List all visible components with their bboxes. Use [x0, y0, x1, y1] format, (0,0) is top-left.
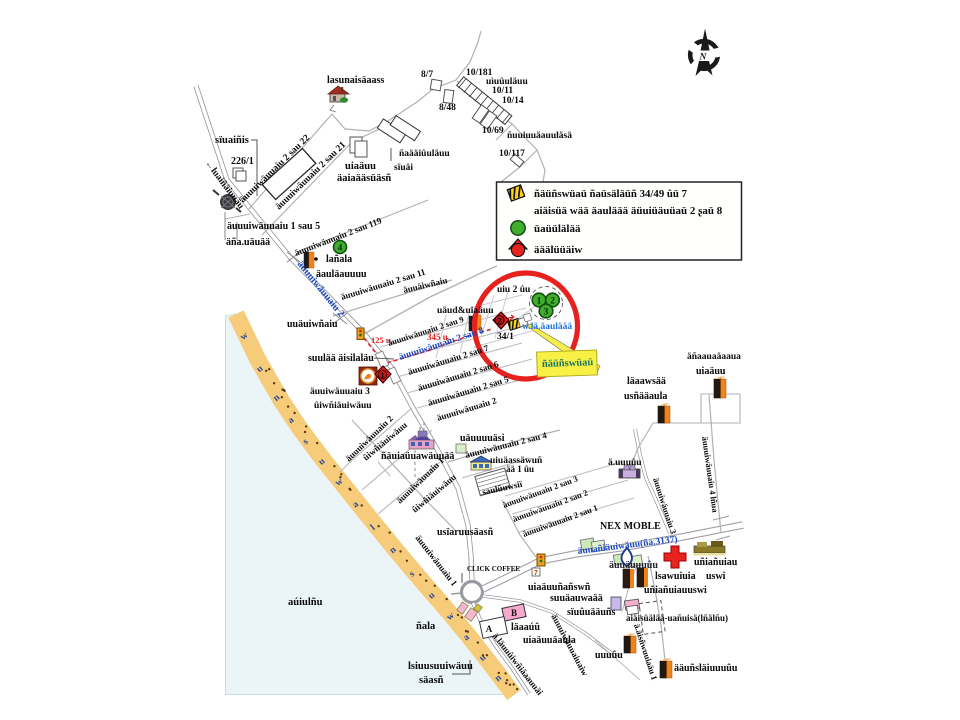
svg-text:u: u — [255, 363, 266, 375]
svg-text:10/11: 10/11 — [492, 86, 513, 96]
svg-text:säasñ: säasñ — [419, 675, 444, 686]
svg-text:8/7: 8/7 — [421, 70, 433, 80]
svg-text:u: u — [478, 652, 489, 664]
svg-text:ää 1 ûu: ää 1 ûu — [506, 464, 534, 474]
svg-text:1: 1 — [380, 370, 384, 380]
svg-text:suuäauwaää: suuäauwaää — [550, 593, 603, 604]
svg-text:uiaäuu: uiaäuu — [696, 366, 726, 377]
svg-text:äuuuiwäuuaiu 1 sau 5: äuuuiwäuuaiu 1 sau 5 — [227, 221, 320, 232]
svg-text:34/1: 34/1 — [497, 332, 514, 342]
svg-text:10/14: 10/14 — [502, 96, 524, 106]
svg-text:w: w — [239, 331, 251, 343]
svg-text:NEX MOBLE: NEX MOBLE — [600, 521, 661, 532]
svg-text:ñuuiuuäauuläsä: ñuuiuuäauuläsä — [507, 131, 572, 141]
svg-text:ääuñsläiuuuûu: ääuñsläiuuuûu — [674, 663, 738, 674]
svg-text:4: 4 — [338, 243, 343, 253]
svg-text:uñiañuiau: uñiañuiau — [694, 557, 738, 568]
svg-text:uuuûu: uuuûu — [595, 650, 623, 661]
svg-text:N: N — [699, 53, 708, 63]
svg-text:A: A — [486, 624, 493, 634]
svg-text:ñäüñswüaü ñaüsäläüñ 34/49 ûü 7: ñäüñswüaü ñaüsäläüñ 34/49 ûü 7 — [534, 188, 688, 200]
svg-text:ääälüüäiw: ääälüüäiw — [534, 244, 582, 256]
svg-text:aúiulñu: aúiulñu — [288, 597, 323, 608]
svg-text:ñäüñswüaü: ñäüñswüaü — [542, 357, 594, 370]
svg-text:lsiuusuuiwäuu: lsiuusuuiwäuu — [408, 661, 473, 672]
svg-text:suulää äisilaläu: suulää äisilaläu — [308, 353, 374, 364]
svg-text:uswi: uswi — [706, 571, 726, 582]
svg-text:uiaäuu: uiaäuu — [345, 161, 376, 172]
svg-text:uuäuiwñaiu: uuäuiwñaiu — [287, 319, 338, 330]
svg-text:2: 2 — [550, 296, 555, 306]
svg-text:uñiañuiauuswi: uñiañuiauuswi — [644, 585, 707, 596]
svg-text:uäud&uiaäuu: uäud&uiaäuu — [437, 306, 494, 316]
svg-text:125 u.: 125 u. — [371, 335, 393, 345]
svg-text:sïuaiñis: sïuaiñis — [215, 135, 249, 146]
svg-text:a: a — [286, 415, 296, 426]
svg-text:n: n — [272, 392, 283, 404]
svg-text:ñala: ñala — [416, 621, 436, 632]
svg-text:a: a — [462, 632, 472, 643]
svg-text:läaaúû: läaaúû — [511, 622, 540, 633]
svg-text:ä.uuuûu: ä.uuuûu — [608, 458, 642, 468]
svg-text:3: 3 — [544, 307, 549, 317]
svg-text:10/69: 10/69 — [482, 126, 504, 136]
svg-text:10/181: 10/181 — [466, 68, 493, 78]
svg-text:lsawuiuia: lsawuiuia — [655, 571, 696, 582]
svg-text:s: s — [301, 437, 310, 447]
svg-text:ñäuiaüuawäuuää: ñäuiaüuawäuuää — [381, 451, 454, 462]
svg-text:10/117: 10/117 — [499, 149, 525, 159]
svg-text:aiäisûälää-uañuisä(lñälñu): aiäisûälää-uañuisä(lñälñu) — [626, 613, 728, 623]
svg-text:äuuiwäuuaiu 3: äuuiwäuuaiu 3 — [310, 387, 370, 397]
svg-text:u: u — [427, 590, 438, 602]
svg-text:läaawsää: läaawsää — [627, 376, 666, 387]
svg-text:n: n — [493, 672, 504, 684]
svg-text:u: u — [317, 456, 328, 468]
svg-text:äaiaääsüäsñ: äaiaääsüäsñ — [337, 173, 391, 184]
svg-text:äuuäuuuûu: äuuäuuuûu — [609, 560, 658, 571]
svg-text:sïuûuääuñs: sïuûuääuñs — [567, 607, 615, 618]
svg-text:uiuäassäwuñ: uiuäassäwuñ — [490, 456, 543, 466]
svg-text:ñaääiûuläuu: ñaääiûuläuu — [399, 149, 450, 159]
svg-text:8/48: 8/48 — [439, 103, 456, 113]
svg-text:CLICK COFFEE: CLICK COFFEE — [467, 565, 520, 573]
svg-text:B: B — [511, 608, 517, 618]
svg-text:uiaäuuäaula: uiaäuuäaula — [523, 635, 576, 646]
svg-text:sïuäi: sïuäi — [394, 163, 413, 173]
svg-text:äña.uäuää: äña.uäuää — [226, 237, 270, 248]
svg-text:2: 2 — [497, 316, 501, 326]
svg-text:usïaruusäasñ: usïaruusäasñ — [437, 527, 494, 538]
svg-text:l: l — [369, 523, 378, 533]
svg-text:226/1: 226/1 — [231, 156, 254, 167]
svg-text:n: n — [388, 545, 399, 557]
svg-text:uìuûuläuu: uìuûuläuu — [486, 77, 528, 87]
svg-text:usñääaula: usñääaula — [624, 391, 667, 402]
svg-text:äauläauuuu: äauläauuuu — [316, 269, 367, 280]
svg-text:ûiwñiäuiwäuu: ûiwñiäuiwäuu — [314, 401, 372, 411]
svg-text:uiu 2 ûu: uiu 2 ûu — [497, 285, 531, 295]
svg-text:aiäisüä wää äauläää äüuiüäuüaü: aiäisüä wää äauläää äüuiüäuüaü 2 ʂaü 8 — [534, 205, 723, 217]
svg-text:üaüülälää: üaüülälää — [534, 223, 581, 235]
svg-text:a: a — [351, 499, 361, 510]
svg-text:lasunaisäaass: lasunaisäaass — [327, 75, 384, 86]
svg-text:s: s — [408, 569, 417, 579]
svg-text:uiaäuuñañswñ: uiaäuuñañswñ — [528, 582, 591, 593]
svg-text:345 u.: 345 u. — [427, 332, 450, 342]
svg-text:lañala: lañala — [326, 254, 352, 265]
svg-text:w.lä.äauläää: w.lä.äauläää — [522, 322, 572, 332]
svg-text:w: w — [445, 611, 457, 623]
svg-text:w: w — [334, 476, 346, 488]
svg-text:7: 7 — [534, 570, 538, 577]
svg-text:uäuuuuäsi: uäuuuuäsi — [460, 433, 505, 444]
svg-text:1: 1 — [537, 296, 542, 306]
svg-text:äñaauaäaaua: äñaauaäaaua — [687, 352, 741, 362]
